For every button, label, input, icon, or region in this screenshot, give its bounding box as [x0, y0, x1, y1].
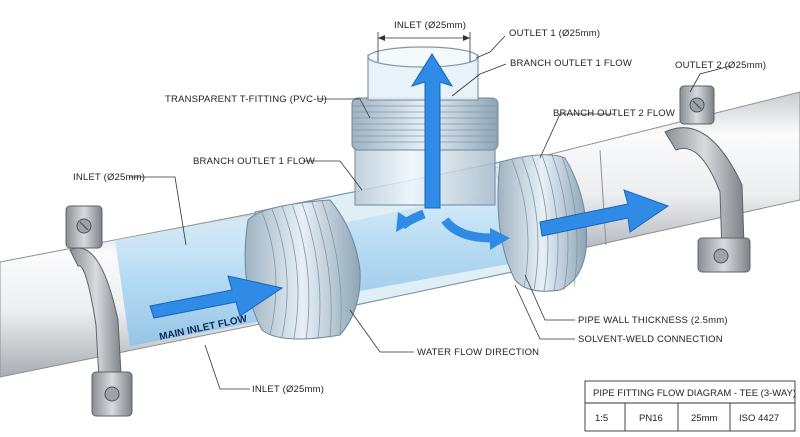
main-inlet-arrow	[149, 275, 284, 319]
flow-arrows	[149, 53, 670, 319]
outlet-1-arrow	[410, 53, 454, 209]
left-threaded-collar	[244, 199, 361, 340]
label-outlet-2: OUTLET 2 (Ø25mm)	[675, 60, 766, 71]
label-branch-outlet-1-top: BRANCH OUTLET 1 FLOW	[510, 58, 632, 69]
label-outlet-1: OUTLET 1 (Ø25mm)	[509, 28, 600, 39]
label-inlet-left: INLET (Ø25mm)	[73, 172, 145, 183]
title-block-size: 25mm	[691, 413, 717, 424]
label-branch-outlet-2: BRANCH OUTLET 2 FLOW	[553, 108, 675, 119]
label-inlet-top: INLET (Ø25mm)	[394, 20, 466, 31]
right-pipe-clamp	[664, 85, 751, 273]
label-transparent-fitting: TRANSPARENT T-FITTING (PVC-U)	[165, 94, 327, 105]
inlet-dimension	[377, 32, 471, 62]
label-water-flow: WATER FLOW DIRECTION	[417, 347, 539, 358]
left-pipe-clamp	[65, 205, 133, 417]
title-block-pressure: PN16	[639, 413, 663, 424]
leader-lines	[130, 35, 731, 390]
label-branch-outlet-1-left: BRANCH OUTLET 1 FLOW	[193, 156, 315, 167]
title-block-standard: ISO 4427	[739, 413, 779, 424]
label-inlet-bottom: INLET (Ø25mm)	[252, 384, 324, 395]
title-block-scale: 1:5	[595, 413, 608, 424]
outlet-2-arrow	[539, 189, 670, 237]
label-wall-thickness: PIPE WALL THICKNESS (2.5mm)	[578, 315, 728, 326]
title-block-title: PIPE FITTING FLOW DIAGRAM - TEE (3-WAY)	[593, 388, 796, 399]
label-solvent-weld: SOLVENT-WELD CONNECTION	[578, 334, 723, 345]
branch-outlet-2-arrow	[441, 217, 493, 243]
title-block: PIPE FITTING FLOW DIAGRAM - TEE (3-WAY) …	[584, 380, 796, 432]
